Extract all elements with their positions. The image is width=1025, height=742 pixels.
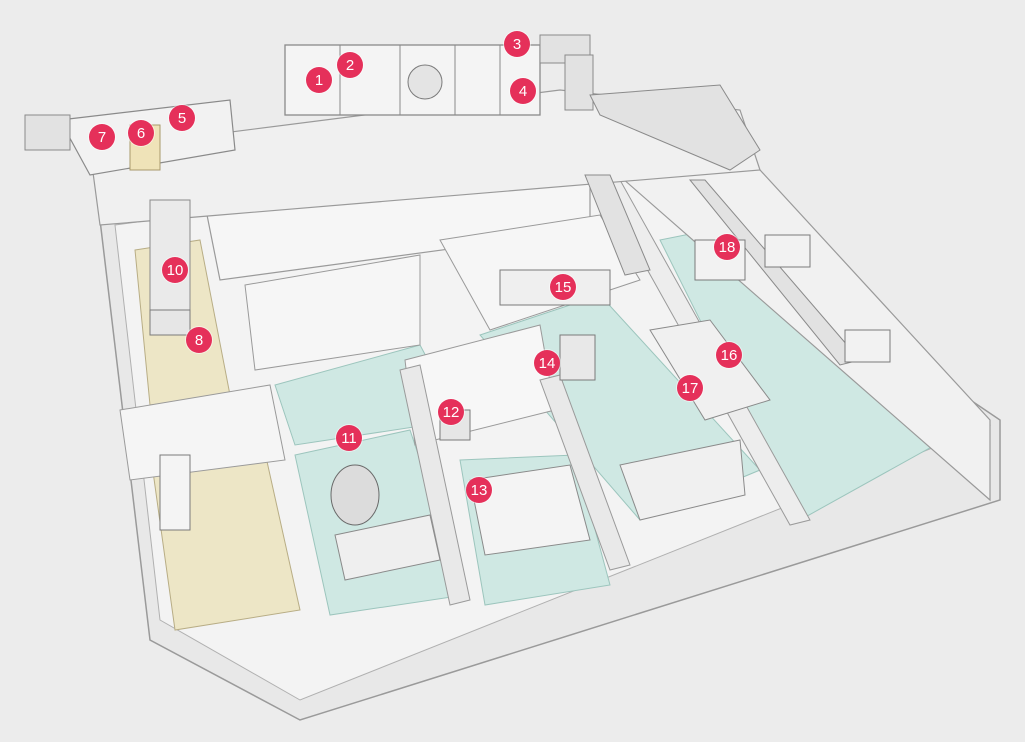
marker-11: 11 [336, 425, 362, 451]
exhaust-duct [24, 114, 71, 151]
cabinet-13 [469, 464, 591, 556]
marker-5: 5 [169, 105, 195, 131]
electrical-panel [159, 454, 191, 531]
supply-duct-loop [589, 84, 761, 171]
marker-13: 13 [466, 477, 492, 503]
process-table-11 [334, 514, 441, 581]
partition-a [244, 254, 421, 371]
marker-15: 15 [550, 274, 576, 300]
bench-row [619, 439, 746, 521]
vessel-tank [330, 464, 380, 526]
marker-2: 2 [337, 52, 363, 78]
partition-c [399, 364, 471, 606]
marker-16: 16 [716, 342, 742, 368]
equipment-8 [149, 309, 191, 336]
supply-duct-main [584, 174, 651, 276]
hepa-box-right-2 [844, 329, 891, 363]
marker-14: 14 [534, 350, 560, 376]
marker-17: 17 [677, 375, 703, 401]
ahu-fan [407, 64, 443, 100]
marker-10: 10 [162, 257, 188, 283]
ahu-roof-deck [89, 89, 761, 226]
marker-6: 6 [128, 120, 154, 146]
marker-4: 4 [510, 78, 536, 104]
equipment-14 [559, 334, 596, 381]
marker-18: 18 [714, 234, 740, 260]
partition-d [539, 374, 631, 571]
hepa-box-right-1 [764, 234, 811, 268]
marker-3: 3 [504, 31, 530, 57]
marker-12: 12 [438, 399, 464, 425]
marker-7: 7 [89, 124, 115, 150]
supply-duct-drop [564, 54, 594, 111]
marker-8: 8 [186, 327, 212, 353]
marker-1: 1 [306, 67, 332, 93]
